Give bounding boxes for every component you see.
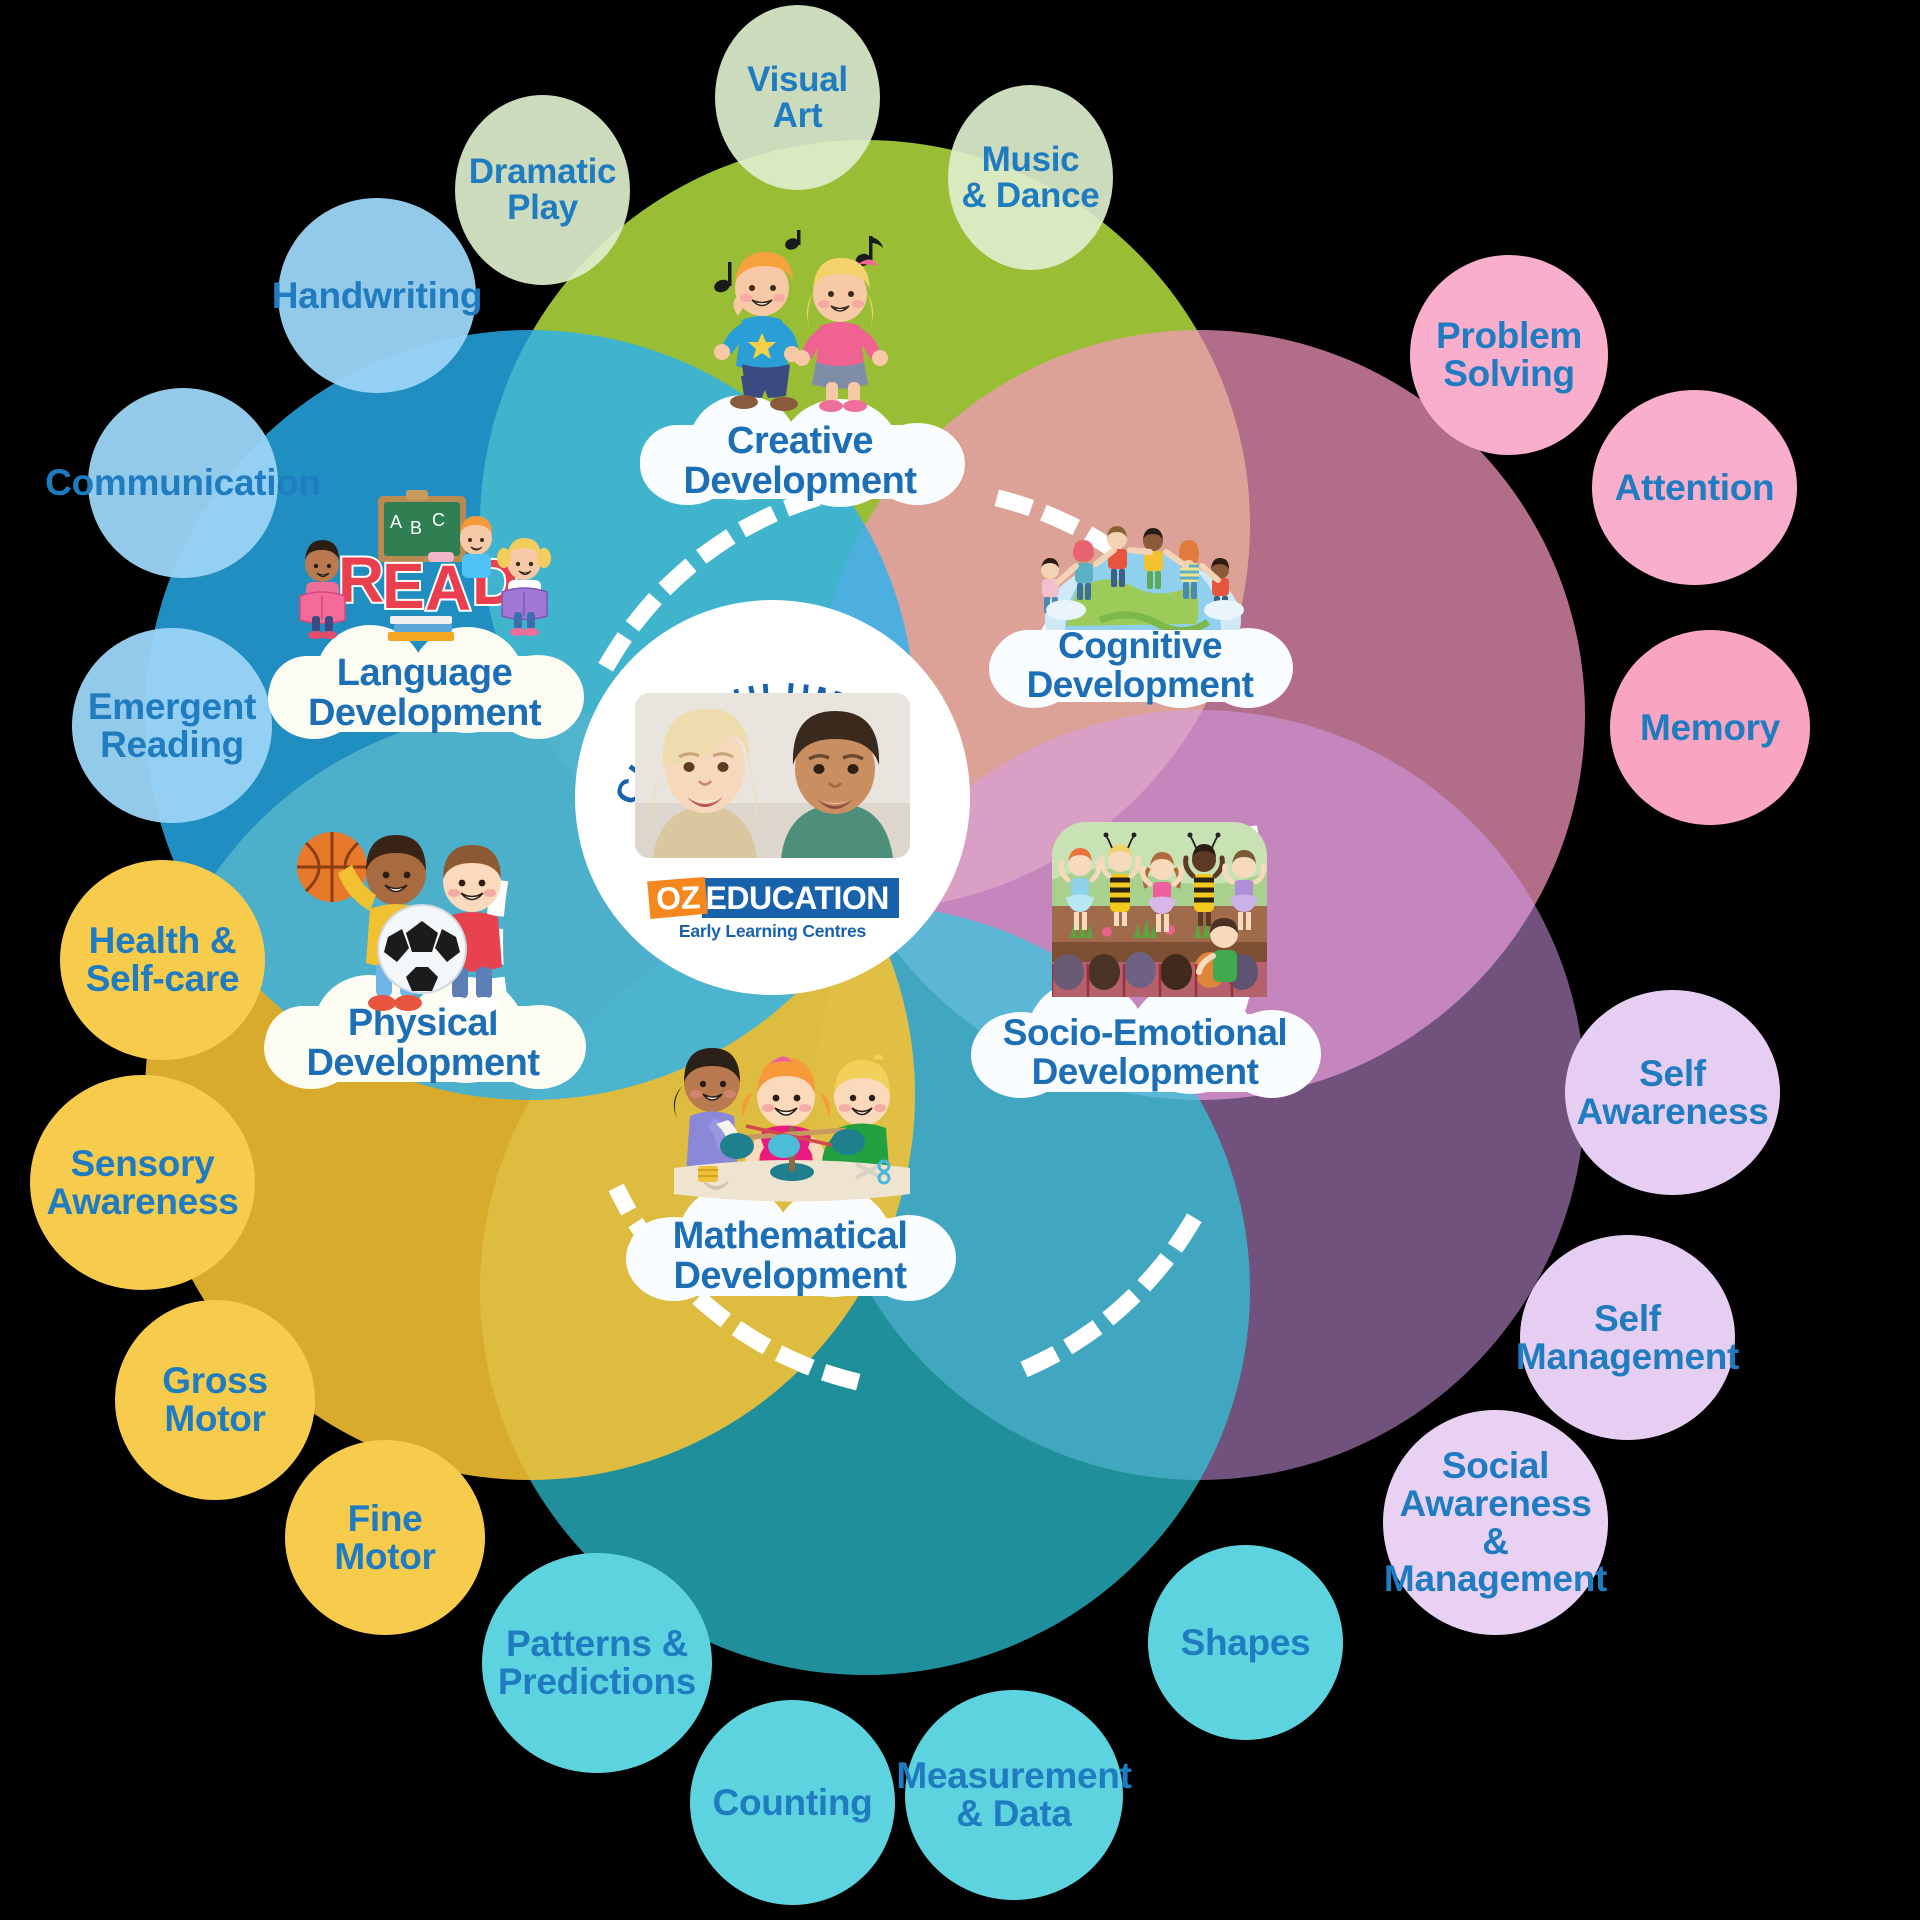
satellite-fine-motor[interactable]: Fine Motor	[285, 1440, 485, 1635]
svg-text:E: E	[382, 550, 425, 622]
cloud-label-line1: Socio-Emotional	[1002, 1011, 1288, 1053]
satellite-label: Management	[1515, 1335, 1740, 1377]
satellite-label: Social	[1441, 1445, 1550, 1487]
cloud-label-line1: Mathematical	[672, 1214, 908, 1257]
cloud-label-line2: Development	[1026, 663, 1254, 705]
satellite-problem-solving[interactable]: Problem Solving	[1410, 255, 1608, 455]
children-stage-performance-illustration	[1052, 822, 1267, 997]
svg-text:C: C	[432, 510, 445, 530]
satellite-communication[interactable]: Communication	[45, 388, 321, 578]
satellite-label: Problem	[1436, 315, 1582, 357]
children-building-illustration	[673, 1048, 910, 1202]
cloud-label-line2: Development	[307, 692, 542, 734]
satellite-attention[interactable]: Attention	[1592, 390, 1797, 585]
satellite-handwriting[interactable]: Handwriting	[272, 198, 483, 393]
satellite-gross-motor[interactable]: Gross Motor	[115, 1300, 315, 1500]
satellite-label: Predictions	[497, 1661, 697, 1702]
satellite-label: Emergent	[87, 685, 257, 727]
satellite-label: Self	[1594, 1297, 1661, 1339]
children-with-balls-illustration	[297, 832, 502, 1013]
cloud-label-language-development[interactable]: Language Development	[262, 625, 587, 745]
satellite-label: Art	[772, 95, 823, 135]
satellite-label: Measurement	[896, 1755, 1132, 1797]
satellite-label: Reading	[100, 723, 244, 765]
logo-tagline: Early Learning Centres	[678, 921, 867, 941]
cloud-label-creative-development[interactable]: Creative Development	[630, 395, 970, 510]
satellite-label: Motor	[164, 1398, 266, 1439]
satellite-self-awareness[interactable]: Self Awareness	[1565, 990, 1780, 1195]
centre-photo	[635, 693, 910, 858]
satellite-label: Communication	[45, 462, 321, 504]
cloud-label-cognitive-development[interactable]: Cognitive Development	[985, 600, 1295, 715]
satellite-label: Shapes	[1180, 1621, 1311, 1663]
cloud-label-line2: Development	[683, 459, 917, 502]
satellite-shapes[interactable]: Shapes	[1148, 1545, 1343, 1740]
logo-oz-mark: OZ	[645, 877, 708, 919]
satellite-visual-art[interactable]: Visual Art	[715, 5, 880, 190]
cloud-label-socio-emotional-development[interactable]: Socio-Emotional Development	[965, 980, 1325, 1105]
satellite-label: Solving	[1443, 353, 1575, 394]
children-around-globe-illustration	[1041, 526, 1244, 630]
svg-text:A: A	[390, 512, 402, 532]
satellite-music-dance[interactable]: Music & Dance	[948, 85, 1113, 270]
satellite-label: Gross	[162, 1360, 268, 1402]
satellite-label: Patterns &	[505, 1623, 689, 1665]
satellite-dramatic-play[interactable]: Dramatic Play	[455, 95, 630, 285]
cloud-label-mathematical-development[interactable]: Mathematical Development	[620, 1185, 960, 1310]
satellite-label: Counting	[712, 1781, 873, 1823]
cloud-label-line1: Creative	[727, 419, 873, 462]
centre-medallion: CURRICULUM	[575, 600, 970, 995]
satellite-label: Memory	[1639, 706, 1781, 748]
read-abc-illustration: A B C R E A D	[299, 490, 551, 641]
cloud-label-line1: Cognitive	[1057, 624, 1223, 666]
svg-text:B: B	[410, 518, 422, 538]
satellite-self-management[interactable]: Self Management	[1516, 1235, 1739, 1440]
cloud-label-line2: Development	[673, 1254, 907, 1297]
satellite-label: Awareness	[46, 1180, 239, 1222]
satellite-label: Awareness	[1576, 1090, 1769, 1132]
cloud-label-line2: Development	[1031, 1050, 1259, 1092]
logo-education-mark: EDUCATION	[701, 878, 899, 918]
satellite-social-awareness-management[interactable]: Social Awareness & Management	[1383, 1410, 1608, 1635]
satellite-label: & Dance	[961, 175, 1100, 215]
satellite-label: Health &	[88, 920, 237, 962]
satellite-label: Awareness &	[1399, 1482, 1592, 1562]
satellite-memory[interactable]: Memory	[1610, 630, 1810, 825]
satellite-label: Visual	[747, 59, 848, 99]
satellite-label: Self	[1639, 1052, 1706, 1094]
satellite-counting[interactable]: Counting	[690, 1700, 895, 1905]
satellite-label: Handwriting	[271, 274, 483, 316]
satellite-patterns-predictions[interactable]: Patterns & Predictions	[482, 1553, 712, 1773]
satellite-label: Self-care	[85, 958, 240, 999]
dancing-children-illustration	[714, 230, 888, 412]
satellite-label: & Data	[956, 1793, 1072, 1834]
satellite-measurement-data[interactable]: Measurement & Data	[896, 1690, 1132, 1900]
ozeducation-logo: OZ EDUCATION Early Learning Centres	[635, 878, 910, 950]
satellite-label: Attention	[1614, 466, 1775, 508]
satellite-label: Management	[1383, 1558, 1608, 1600]
satellite-label: Motor	[334, 1535, 436, 1577]
satellite-sensory-awareness[interactable]: Sensory Awareness	[30, 1075, 255, 1290]
satellite-label: Sensory	[70, 1142, 215, 1184]
satellite-label: Play	[507, 188, 578, 227]
satellite-label: Music	[981, 139, 1080, 179]
cloud-label-line2: Development	[306, 1042, 540, 1084]
satellite-emergent-reading[interactable]: Emergent Reading	[72, 628, 272, 823]
satellite-health-self-care[interactable]: Health & Self-care	[60, 860, 265, 1060]
cloud-label-line1: Language	[336, 652, 513, 695]
satellite-label: Dramatic	[468, 152, 617, 192]
satellite-label: Fine	[347, 1497, 423, 1539]
